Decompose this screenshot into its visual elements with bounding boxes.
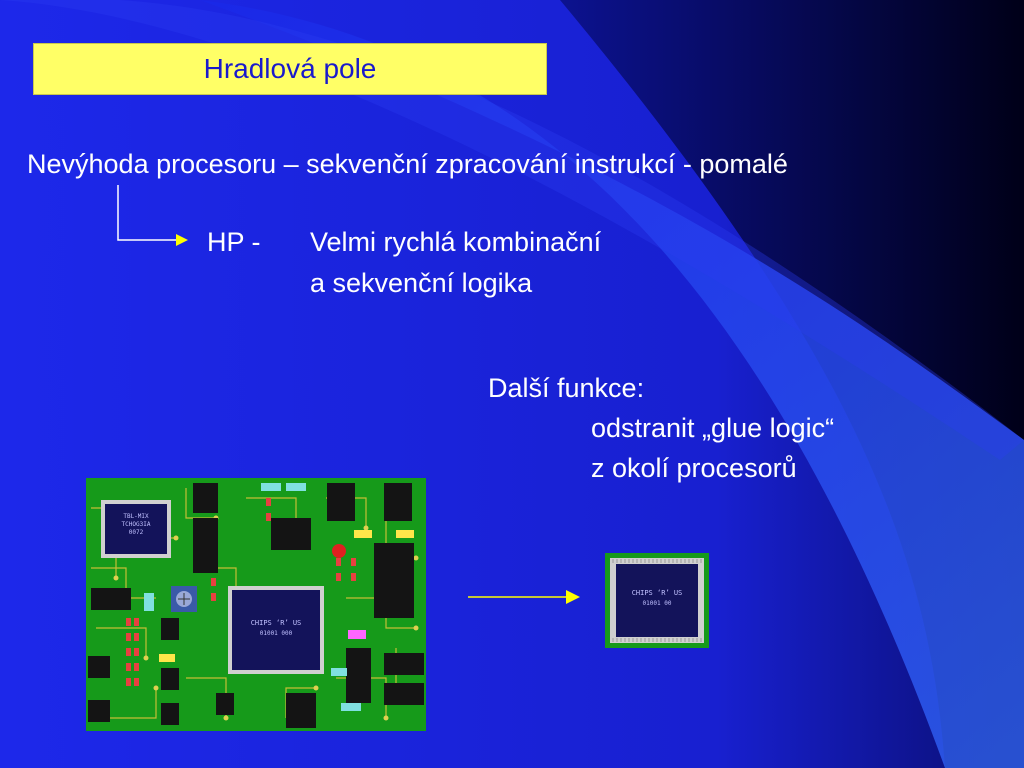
chip-main-label: CHIPS ‘R’ US (251, 619, 302, 627)
chip-tbl-mix-sub2: 0072 (129, 529, 144, 536)
chip-tbl-mix-label: TBL-MIX (123, 513, 149, 520)
circuit-board-image: TBL-MIX TCHOG3IA 0072 CHIPS ‘R’ US 01001… (86, 478, 426, 731)
chip-main: CHIPS ‘R’ US 01001 000 (228, 586, 324, 674)
hp-prefix: HP - (207, 227, 261, 257)
hp-description-line1: Velmi rychlá kombinační (310, 227, 602, 257)
functions-heading: Další funkce: (488, 373, 645, 403)
title-box: Hradlová pole (33, 43, 547, 95)
single-chip-sub: 01001 00 (643, 600, 672, 607)
single-chip-label: CHIPS ‘R’ US (632, 589, 683, 597)
hp-description-line2: a sekvenční logika (310, 268, 533, 298)
single-chip-image: CHIPS ‘R’ US 01001 00 (605, 553, 709, 648)
slide-title: Hradlová pole (203, 53, 377, 84)
chip-tbl-mix: TBL-MIX TCHOG3IA 0072 (101, 500, 171, 558)
chip-tbl-mix-sub1: TCHOG3IA (122, 521, 151, 528)
chip-main-sub: 01001 000 (260, 630, 293, 637)
rotary-dial (171, 586, 197, 612)
functions-line2: z okolí procesorů (591, 453, 797, 483)
disadvantage-text: Nevýhoda procesoru – sekvenční zpracován… (27, 149, 788, 179)
functions-line1: odstranit „glue logic“ (591, 413, 835, 443)
